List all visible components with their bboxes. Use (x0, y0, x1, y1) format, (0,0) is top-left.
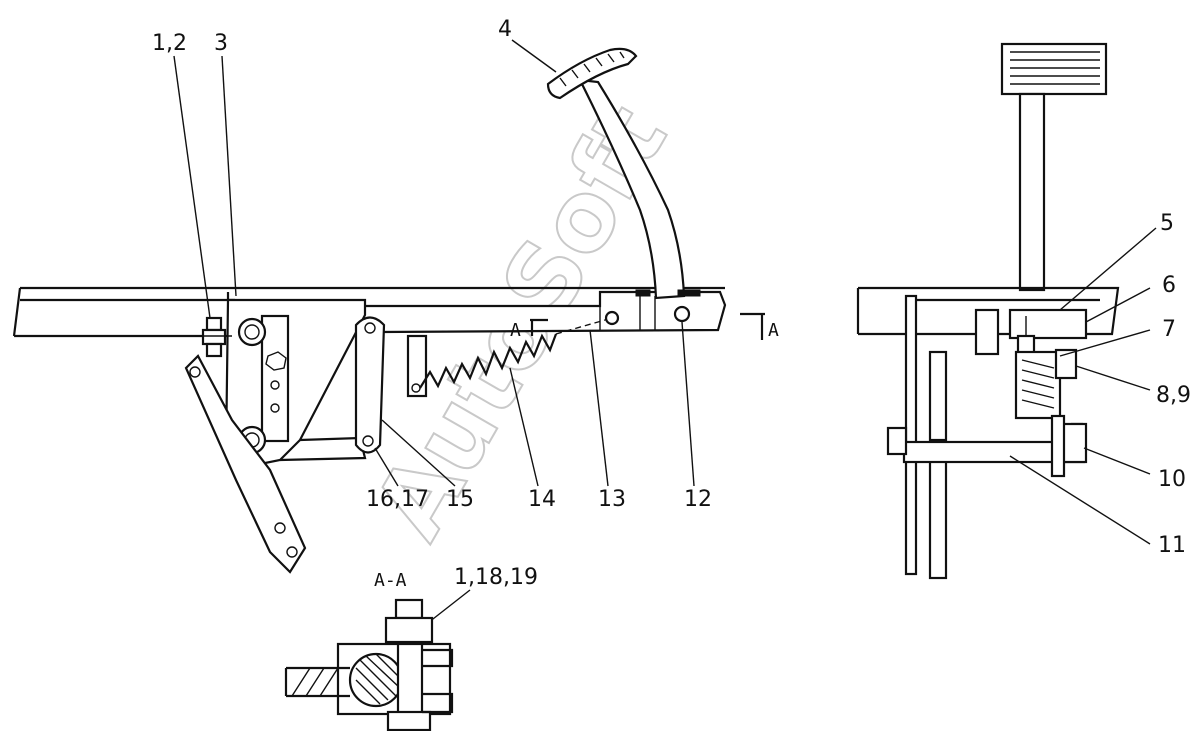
leader-lines-left (173, 39, 695, 487)
label-8-9: 8,9 (1156, 383, 1191, 408)
section-shaft (348, 652, 404, 708)
block-6 (1008, 308, 1088, 340)
label-3: 3 (214, 31, 228, 56)
label-13: 13 (598, 487, 626, 512)
left-view: A A 1,2 3 4 16,17 15 14 13 12 (12, 17, 779, 574)
label-4: 4 (498, 17, 512, 42)
clamp (974, 308, 1000, 356)
hex-bolt (265, 351, 287, 371)
link-15 (354, 316, 386, 454)
section-marker-left: A (510, 318, 548, 341)
plate-lower (928, 452, 948, 580)
label-6: 6 (1162, 273, 1176, 298)
label-10: 10 (1158, 467, 1186, 492)
label-15: 15 (446, 487, 474, 512)
label-7: 7 (1162, 317, 1176, 342)
label-5: 5 (1160, 211, 1174, 236)
label-12: 12 (684, 487, 712, 512)
shaft-end-left (886, 426, 908, 456)
pivot-top (237, 317, 267, 347)
spring-bracket (406, 334, 428, 398)
bolt-8-9 (1054, 348, 1078, 380)
lower-arm (184, 354, 307, 574)
rod-eye (604, 310, 620, 326)
spring (419, 333, 558, 389)
section-letter-right: A (768, 320, 779, 341)
section-a-a: A-A 1,18,19 (284, 565, 538, 731)
flange-right (1050, 414, 1066, 478)
bolt-1-2 (195, 316, 232, 358)
leader-lines-right (1009, 227, 1157, 545)
pedal-stem-front (1018, 92, 1046, 292)
label-16-17: 16,17 (366, 487, 429, 512)
right-view: 5 6 7 8,9 10 11 (856, 42, 1191, 580)
side-plate (904, 294, 918, 576)
shaft-end-10 (1060, 422, 1088, 464)
floor-plate (12, 286, 725, 338)
section-letter-left: A (510, 320, 521, 341)
label-1-18-19: 1,18,19 (454, 565, 538, 590)
section-title: A-A (374, 570, 407, 591)
label-11: 11 (1158, 533, 1186, 558)
label-1-2: 1,2 (152, 31, 187, 56)
pedal-pivot (673, 305, 691, 323)
plate-upper (928, 350, 948, 442)
section-marker-right: A (740, 312, 779, 341)
label-14: 14 (528, 487, 556, 512)
mount-plate (260, 314, 290, 443)
